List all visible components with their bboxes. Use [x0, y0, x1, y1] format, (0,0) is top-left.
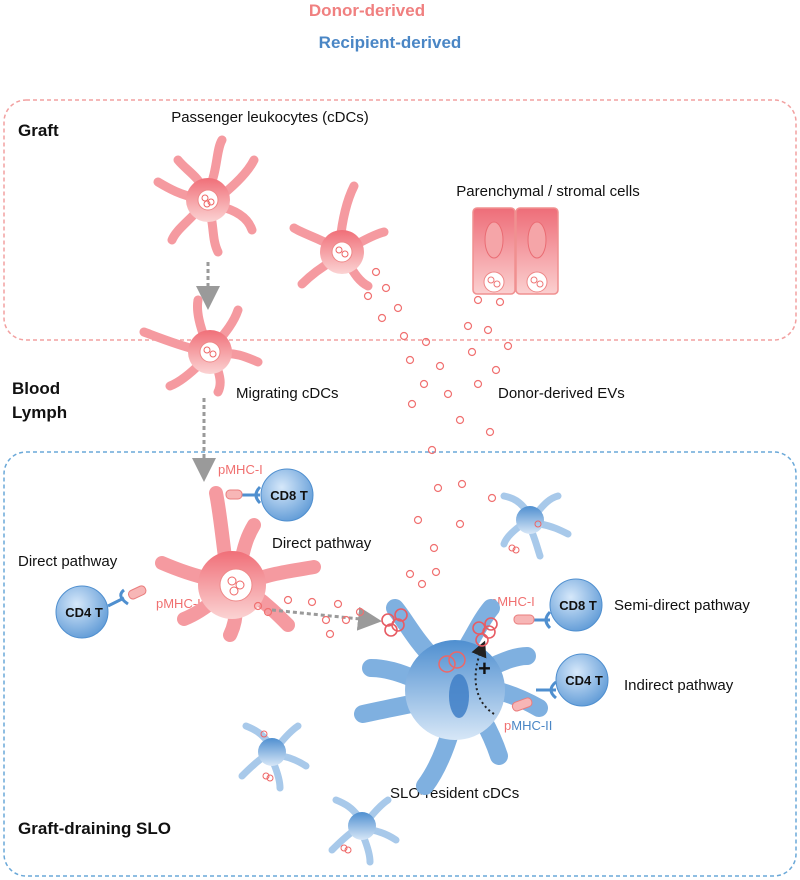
slo-resident-cdc-main	[354, 599, 548, 795]
label-parenchymal-cells: Parenchymal / stromal cells	[456, 183, 639, 200]
label-pmhc2-right: pMHC-II	[504, 718, 552, 733]
cd8-t-label-right: CD8 T	[559, 598, 597, 613]
arrow-internalization	[471, 640, 495, 715]
cd8-t-label-top: CD8 T	[270, 488, 308, 503]
legend-donor: Donor-derived	[309, 1, 425, 20]
label-direct-pathway-left: Direct pathway	[18, 553, 118, 570]
cd8-t-cell-right: CD8 T	[513, 578, 603, 632]
legend-recipient: Recipient-derived	[319, 33, 462, 52]
cd4-t-label-left: CD4 T	[65, 605, 103, 620]
label-migrating-cdcs: Migrating cDCs	[236, 385, 339, 402]
passenger-cdc-cell	[153, 135, 259, 257]
label-donor-evs: Donor-derived EVs	[498, 385, 625, 402]
donor-evs-scatter	[253, 267, 513, 639]
slo-donor-cdc-cell	[155, 486, 321, 642]
region-graft-label: Graft	[18, 121, 59, 140]
region-blood-label: Blood	[12, 379, 60, 398]
slo-resident-cdc-bottom	[328, 796, 400, 866]
plus-symbol: +	[478, 656, 491, 681]
label-direct-pathway-center: Direct pathway	[272, 535, 372, 552]
label-pmhc2-rest: MHC-II	[511, 718, 552, 733]
region-lymph-label: Lymph	[12, 403, 67, 422]
label-pmhc2-p: p	[504, 718, 511, 733]
cd4-t-cell-right: CD4 T	[511, 653, 609, 712]
graft-region-box	[3, 99, 797, 341]
label-semi-direct-pathway: Semi-direct pathway	[614, 597, 750, 614]
graft-cdc-cell-ev-release	[289, 181, 389, 291]
cd8-t-cell-top: CD8 T	[225, 468, 314, 522]
cd4-t-label-right: CD4 T	[565, 673, 603, 688]
slo-region-box	[3, 451, 797, 877]
label-indirect-pathway: Indirect pathway	[624, 677, 734, 694]
slo-resident-cdc-top-right	[500, 492, 572, 560]
migrating-cdc-cell	[139, 295, 263, 397]
arrow-ev-transfer	[271, 606, 382, 631]
slo-resident-cdc-left	[238, 722, 310, 792]
label-passenger-leukocytes: Passenger leukocytes (cDCs)	[171, 109, 369, 126]
ev-cluster-right	[381, 608, 498, 647]
stromal-cells	[472, 207, 559, 295]
label-slo-resident-cdcs: SLO-resident cDCs	[390, 785, 519, 802]
cd4-t-cell-left: CD4 T	[55, 585, 147, 639]
region-slo-label: Graft-draining SLO	[18, 819, 171, 838]
label-pmhc1-right: pMHC-I	[490, 594, 535, 609]
label-pmhc1-top: pMHC-I	[218, 462, 263, 477]
